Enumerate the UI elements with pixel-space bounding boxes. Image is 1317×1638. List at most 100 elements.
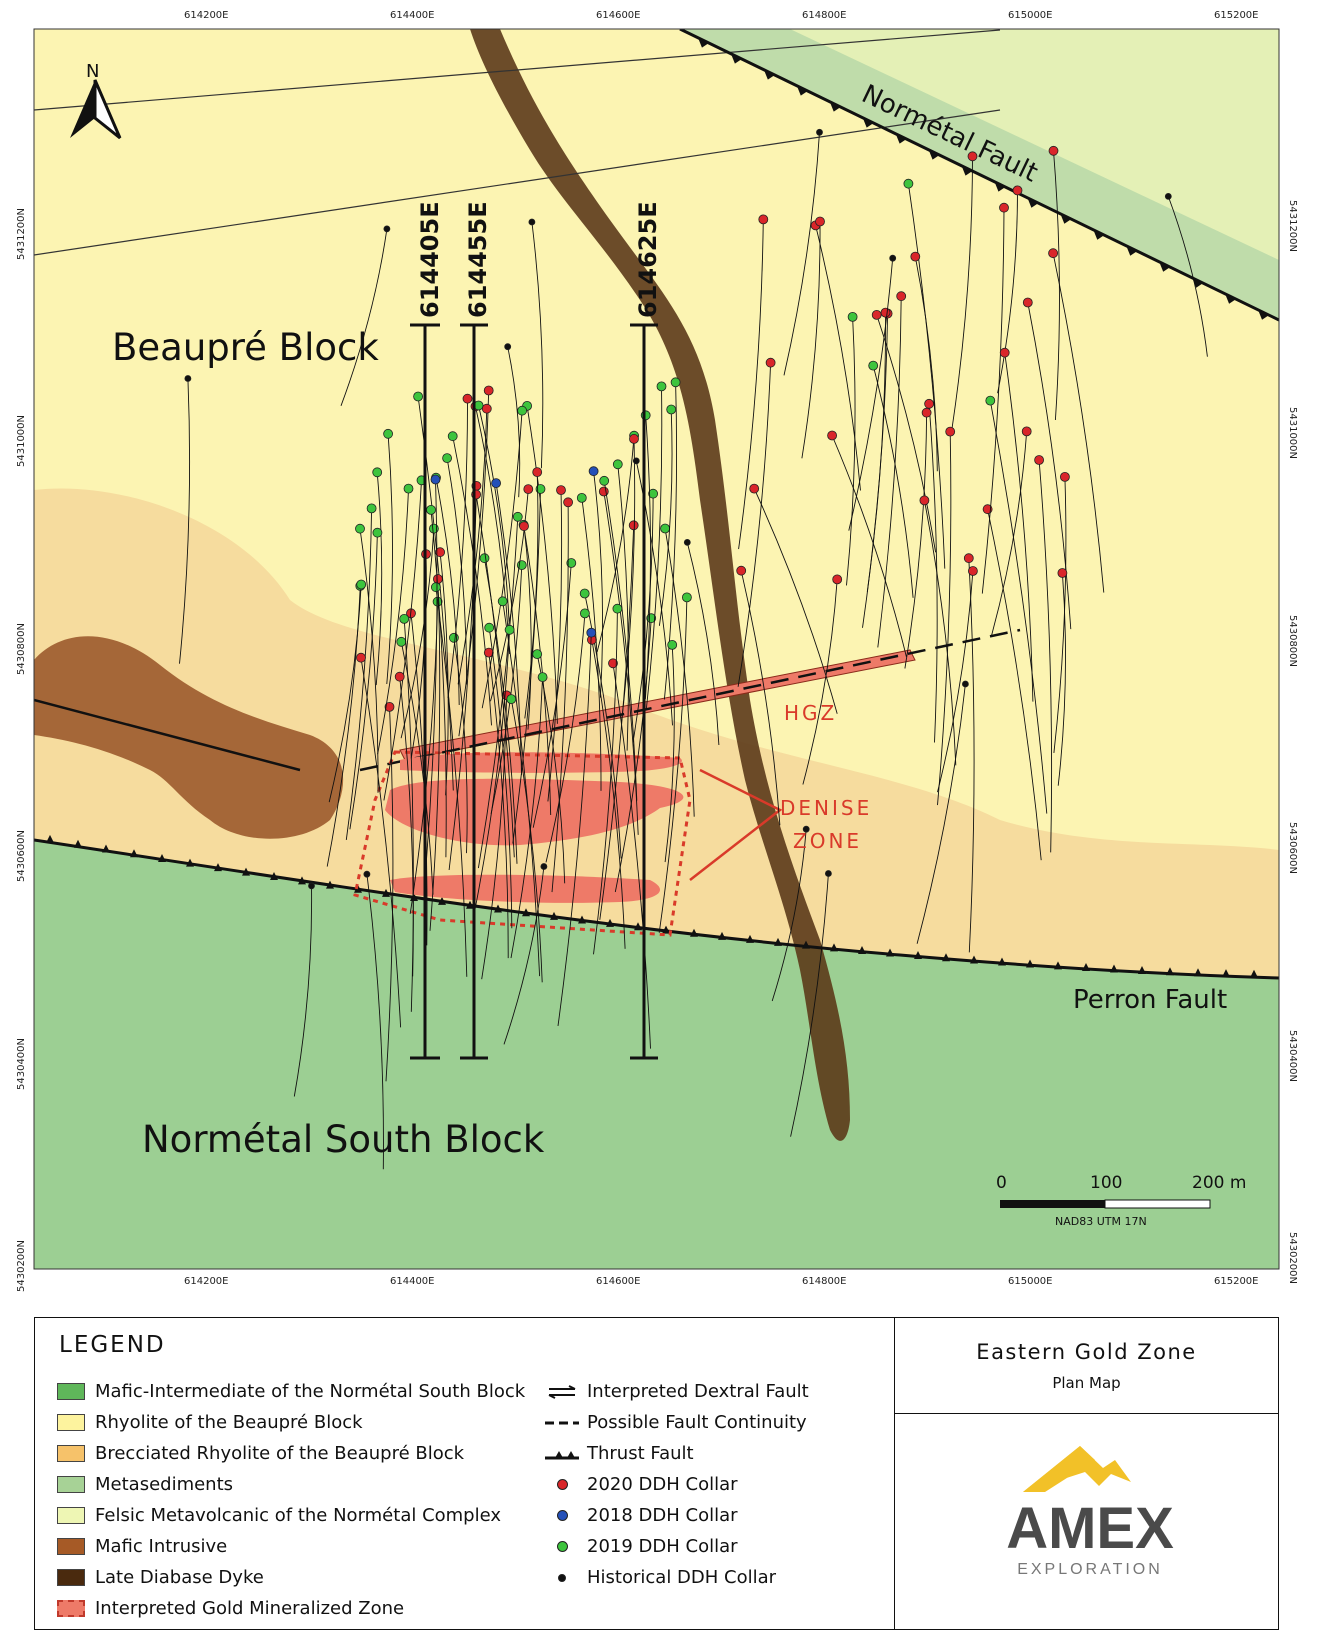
drill-trace [738,219,764,550]
drill-trace [510,677,544,959]
thrust-tooth [1110,964,1118,973]
ddh-collar [399,614,410,624]
thrust-tooth [942,953,950,962]
ddh-collar [924,398,934,409]
drill-trace [584,593,622,859]
ddh-collar [628,520,639,531]
mafic-south-block-unit [34,840,1279,1269]
ddh-collar [667,640,678,650]
beaupre-block-label: Beaupré Block [112,326,379,369]
ddh-collar [497,596,508,607]
thrust-tooth [158,853,166,862]
thrust-tooth [796,85,807,96]
easting-top: 614400E [390,10,435,21]
drill-trace [923,500,957,766]
thrust-fault-icon [543,1445,581,1463]
thrust-tooth [718,931,726,940]
legend-label: 2019 DDH Collar [587,1536,738,1557]
mafic-intrusive-unit [34,636,344,839]
ddh-collar [985,395,996,406]
title-top: Eastern Gold Zone Plan Map [895,1318,1278,1414]
thrust-tooth [914,950,922,959]
ddh-collar [871,309,882,320]
ddh-collar [963,553,974,564]
drill-trace [366,874,384,1170]
drill-trace [524,472,539,719]
ddh-collar [403,483,414,494]
ddh-collar [968,566,978,576]
ddh-collar [749,483,760,494]
blue-dot-icon [543,1507,581,1525]
ddh-collar [896,291,907,302]
ddh-collar [1021,426,1032,437]
easting-bottom: 615000E [1008,1276,1053,1287]
drill-trace [340,228,388,406]
thrust-tooth [998,957,1006,966]
northing-right: 5430200N [1287,1232,1298,1284]
thrust-tooth [438,896,446,905]
gold-lens [390,874,660,903]
ddh-collar [484,622,495,633]
drill-trace [937,570,974,793]
ddh-collar [945,426,956,437]
ddh-collar [802,825,810,833]
drill-trace [512,488,541,844]
drill-trace [737,362,772,687]
drill-trace [968,558,975,953]
ddh-collar [588,466,599,477]
thrust-tooth [494,904,502,913]
northing-left: 5431200N [16,208,27,260]
dashed-line-icon [543,1414,581,1432]
drill-trace [872,365,914,598]
thrust-tooth [46,834,54,843]
drill-trace [989,400,1048,814]
section-614455E [460,323,488,1060]
easting-top: 615000E [1008,10,1053,21]
drill-trace [293,885,313,1097]
easting-bottom: 614600E [596,1276,641,1287]
perron-fault-label: Perron Fault [1073,985,1227,1015]
legend-item-2018: 2018 DDH Collar [543,1500,809,1531]
legend-label: 2018 DDH Collar [587,1505,738,1526]
easting-bottom: 614400E [390,1276,435,1287]
thrust-tooth [1166,967,1174,976]
easting-top: 614800E [802,10,847,21]
hgz-label: HGZ [784,701,837,725]
swatch-brecciated [57,1445,85,1462]
drill-trace [1057,572,1066,786]
thrust-tooth [74,839,82,848]
section-614405E [410,323,440,1060]
northing-left: 5430200N [16,1240,27,1292]
ddh-collar [184,375,192,382]
thrust-tooth [697,37,708,48]
easting-bottom: 615200E [1214,1276,1259,1287]
map-title: Eastern Gold Zone [976,1340,1197,1364]
ddh-collar [629,433,639,444]
legend-item-mafic-south: Mafic-Intermediate of the Normétal South… [57,1376,525,1407]
ddh-collar [1048,145,1059,156]
legend-label: Metasediments [95,1474,234,1495]
drill-trace [447,398,468,699]
title-block: Eastern Gold Zone Plan Map AMEX EXPLORAT… [895,1317,1279,1630]
ddh-collar [889,254,897,262]
drill-trace [547,490,563,802]
northing-right: 5430400N [1287,1030,1298,1082]
perron-fault-teeth [46,834,1258,978]
drill-trace [991,431,1028,636]
drill-trace [386,433,393,685]
ddh-collar [666,404,677,415]
zone-label: ZONE [793,829,862,853]
ddh-collar [847,311,858,322]
ddh-collar [308,882,315,890]
legend-label: Felsic Metavolcanic of the Normétal Comp… [95,1505,502,1526]
drill-trace [831,435,907,657]
ddh-collar [372,527,383,538]
ddh-collar [517,405,527,416]
ddh-collar [832,574,843,585]
drill-trace [771,829,807,1002]
legend-label: Interpreted Dextral Fault [587,1381,809,1402]
drill-trace [877,296,902,648]
ddh-collar [598,486,609,497]
ddh-collar [483,385,494,396]
swatch-metasediments [57,1476,85,1493]
